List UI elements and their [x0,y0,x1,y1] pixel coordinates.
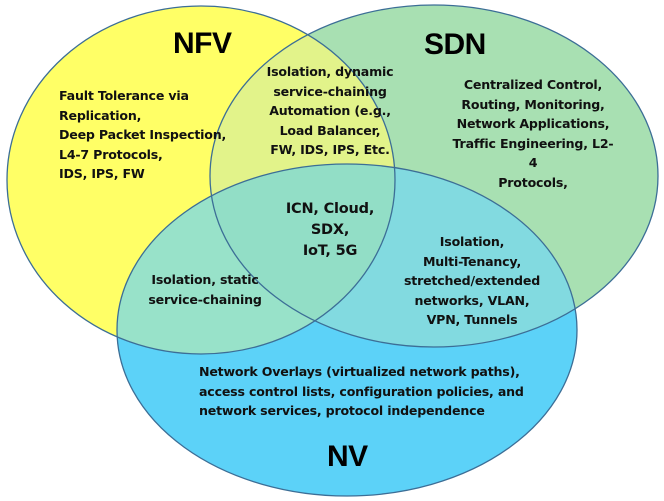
nfv-outline [6,5,396,355]
nfv-sdn-label: Isolation, dynamic service-chaining Auto… [266,64,394,157]
sdn-only-label: Centralized Control, Routing, Monitoring… [452,77,614,190]
sdn-nv-label: Isolation, Multi-Tenancy, stretched/exte… [403,234,541,327]
nfv-only-label: Fault Tolerance via Replication, Deep Pa… [59,88,227,181]
nfv-nv-label: Isolation, static service-chaining [148,272,262,307]
sdn-outline [209,4,659,348]
nv-only-label: Network Overlays (virtualized network pa… [199,364,524,418]
sdn-title: SDN [424,28,486,61]
nfv-title: NFV [173,27,232,60]
nv-outline [116,163,578,497]
nv-title: NV [327,440,368,473]
all-overlap-label: ICN, Cloud, SDX, IoT, 5G [285,201,375,259]
